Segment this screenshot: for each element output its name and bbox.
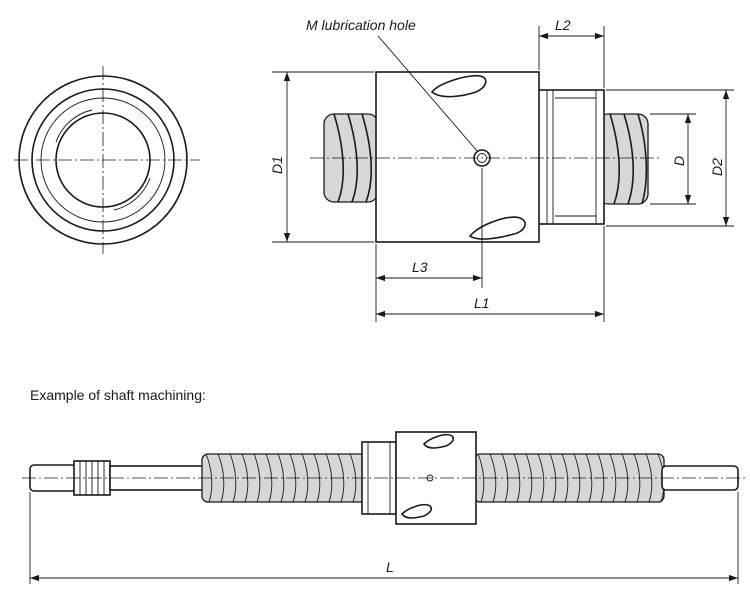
dim-overall-length: L	[29, 492, 739, 584]
right-thread	[597, 113, 649, 205]
end-view	[14, 66, 200, 254]
lubrication-hole-label: M lubrication hole	[306, 17, 416, 33]
shaft-machining-caption: Example of shaft machining:	[30, 387, 206, 403]
dim-d-label: D	[671, 156, 687, 166]
dim-l2-label: L2	[555, 17, 571, 33]
nut-flange	[537, 89, 605, 225]
dim-l3-label: L3	[412, 259, 428, 275]
lubrication-hole	[473, 149, 491, 167]
dim-d2-label: D2	[709, 158, 725, 176]
dim-d1-label: D1	[269, 156, 285, 174]
side-view	[310, 71, 662, 243]
dim-l-label: L	[386, 559, 394, 575]
deflector-slot-bottom	[468, 216, 526, 240]
dim-l1-label: L1	[474, 295, 490, 311]
nut-body	[375, 71, 540, 243]
dimensions: M lubrication hole L2 D1 D D2 L3 L1	[269, 17, 734, 322]
deflector-slot-top	[430, 74, 487, 98]
shaft-assembly	[22, 431, 745, 525]
